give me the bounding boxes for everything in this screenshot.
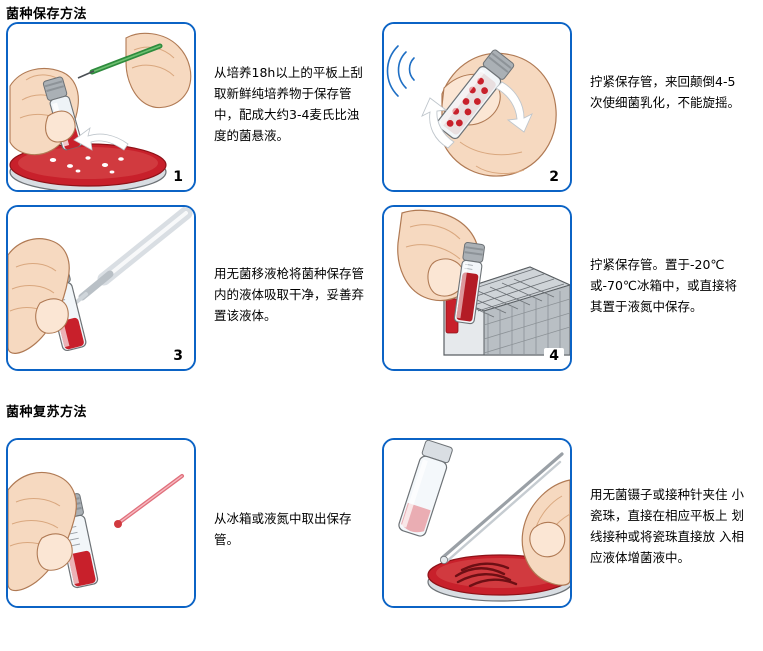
step-caption-4: 拧紧保存管。置于-20℃或-70℃冰箱中，或直接将其置于液氮中保存。	[590, 257, 737, 314]
step-panel-5	[6, 438, 196, 608]
step-number-3: 3	[168, 348, 188, 365]
step-caption-5: 从冰箱或液氮中取出保存管。	[214, 511, 352, 547]
step-number-1: 1	[168, 169, 188, 186]
illustration-step-3	[8, 207, 194, 369]
step-caption-3: 用无菌移液枪将菌种保存管内的液体吸取干净，妥善弃置该液体。	[214, 266, 365, 323]
step-caption-1: 从培养18h以上的平板上刮取新鲜纯培养物于保存管中，配成大约3-4麦氏比浊度的菌…	[214, 65, 363, 143]
step-number-2: 2	[544, 169, 564, 186]
section-title-revive: 菌种复苏方法	[6, 405, 88, 420]
step-number-4: 4	[544, 348, 564, 365]
step-panel-1: 1	[6, 22, 196, 192]
step-caption-6: 用无菌镊子或接种针夹住 小瓷珠，直接在相应平板上 划线接种或将瓷珠直接放 入相应…	[590, 487, 744, 565]
step-panel-6	[382, 438, 572, 608]
illustration-step-2	[384, 24, 570, 190]
step-caption-2: 拧紧保存管，来回颠倒4-5次使细菌乳化，不能旋摇。	[590, 74, 741, 110]
step-panel-3: 3	[6, 205, 196, 371]
section-title-preserve: 菌种保存方法	[6, 7, 88, 22]
illustration-step-4	[384, 207, 570, 369]
step-panel-4: 4	[382, 205, 572, 371]
illustration-step-6	[384, 440, 570, 606]
illustration-step-5	[8, 440, 194, 606]
step-panel-2: 2	[382, 22, 572, 192]
illustration-step-1	[8, 24, 194, 190]
